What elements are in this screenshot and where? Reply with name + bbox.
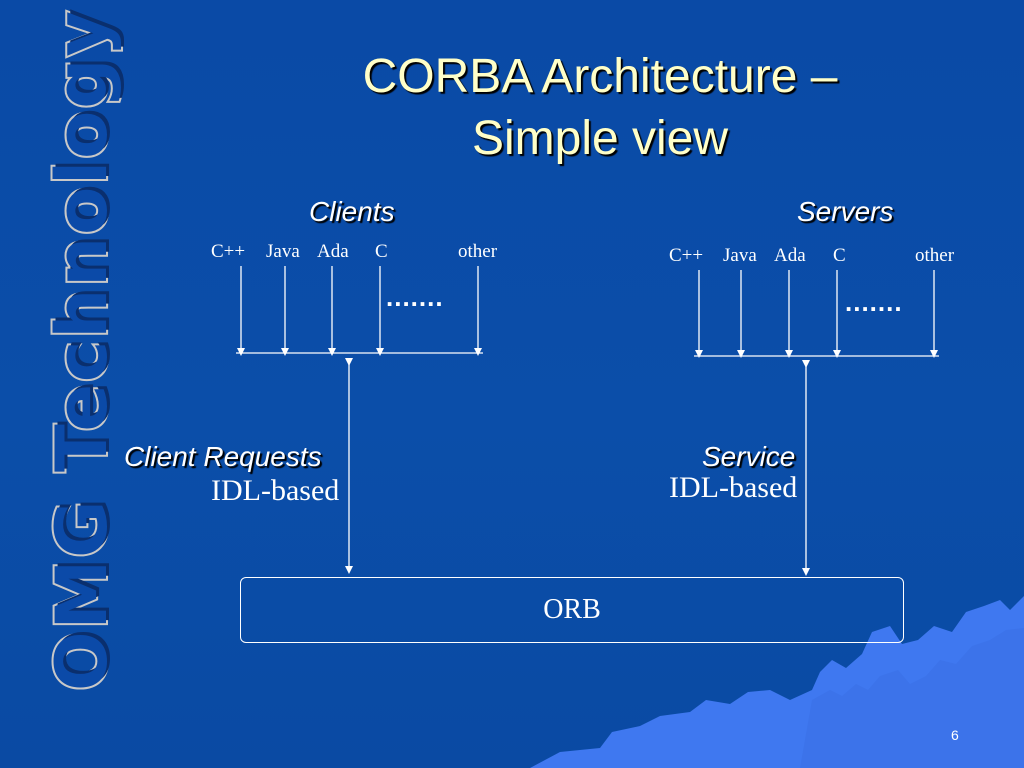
- orb-label: ORB: [543, 594, 601, 625]
- client-lang-ada: Ada: [317, 241, 349, 262]
- servers-heading: Servers: [797, 196, 894, 227]
- client-lang-other: other: [458, 241, 498, 262]
- title-line-2: Simple view: [471, 112, 729, 165]
- client-requests-label: Client Requests: [124, 441, 322, 472]
- client-ellipsis: .......: [386, 282, 444, 312]
- server-lang-c: C: [833, 245, 846, 266]
- orb-box: ORB: [240, 577, 904, 643]
- server-lang-ada: Ada: [774, 245, 806, 266]
- server-ellipsis: .......: [845, 287, 903, 317]
- client-lang-cpp: C++: [211, 241, 246, 262]
- page-number: 6: [951, 727, 959, 743]
- server-idl-label: IDL-based: [669, 471, 798, 504]
- service-label: Service: [702, 441, 796, 472]
- server-lang-cpp: C++: [669, 245, 704, 266]
- client-idl-label: IDL-based: [211, 474, 340, 507]
- server-lang-java: Java: [723, 245, 757, 266]
- client-lang-java: Java: [266, 241, 300, 262]
- clients-heading: Clients: [309, 196, 395, 227]
- server-lang-other: other: [915, 245, 955, 266]
- decorative-wave-shape: [800, 628, 1024, 768]
- client-lang-c: C: [375, 241, 388, 262]
- slide-title: CORBA Architecture – Simple view: [250, 46, 950, 170]
- title-line-1: CORBA Architecture –: [362, 50, 838, 103]
